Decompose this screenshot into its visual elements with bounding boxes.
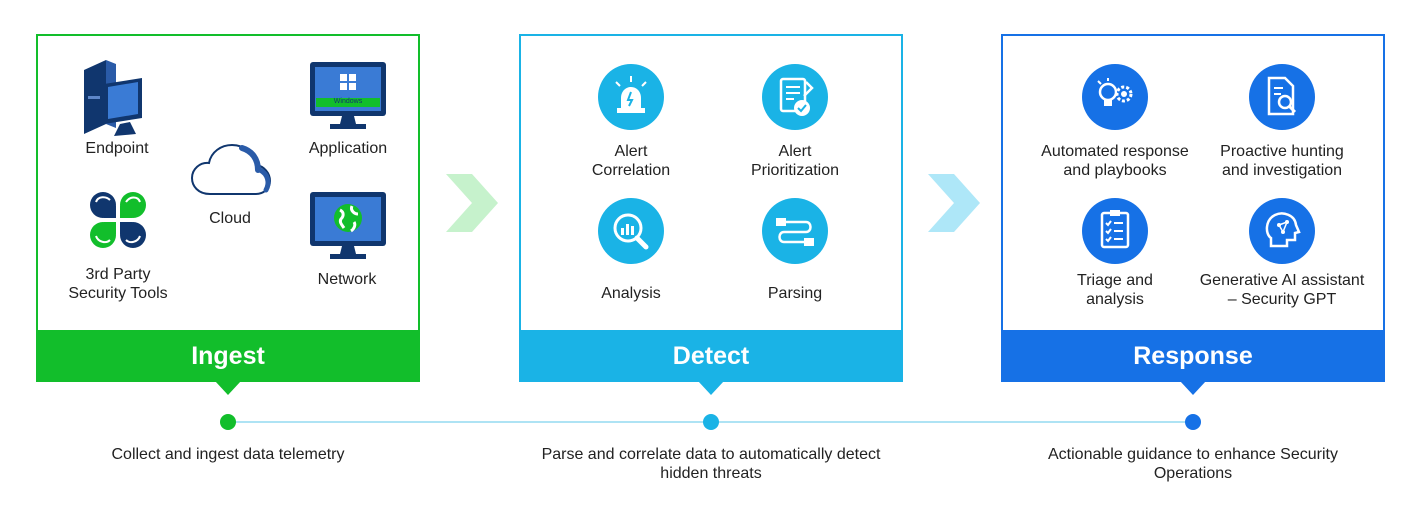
ai-head-icon xyxy=(1249,198,1315,264)
automated-label-line1: Automated response xyxy=(1041,143,1189,160)
detect-banner: Detect xyxy=(519,330,903,395)
genai-label-line1: Generative AI assistant xyxy=(1199,272,1365,289)
ingest-banner: Ingest xyxy=(36,330,420,395)
response-banner-notch xyxy=(1180,381,1206,395)
genai-label-line2: – Security GPT xyxy=(1227,291,1337,308)
parsing-label: Parsing xyxy=(767,285,823,302)
network-label: Network xyxy=(317,271,377,288)
cloud-icon xyxy=(190,143,272,195)
ingest-timeline-dot xyxy=(220,414,236,430)
detect-timeline-dot xyxy=(703,414,719,430)
globe-monitor-icon xyxy=(310,192,386,259)
ingest-panel-body: Endpoint Windows Application Cloud xyxy=(38,36,418,330)
analysis-label: Analysis xyxy=(601,285,661,302)
document-search-icon xyxy=(1249,64,1315,130)
third-party-label-line2: Security Tools xyxy=(68,285,168,302)
endpoint-label: Endpoint xyxy=(85,140,149,157)
desktop-computer-icon xyxy=(84,60,142,136)
ingest-banner-notch xyxy=(215,381,241,395)
chevron-right-icon xyxy=(928,174,980,232)
detect-panel: Alert Correlation Alert Prioritization xyxy=(519,34,903,395)
response-timeline-dot xyxy=(1185,414,1201,430)
detect-title: Detect xyxy=(672,341,750,370)
chevron-right-icon xyxy=(446,174,498,232)
detect-banner-notch xyxy=(698,381,724,395)
detect-caption: Parse and correlate data to automaticall… xyxy=(480,445,942,483)
cloud-label: Cloud xyxy=(209,210,251,227)
triage-label-line2: analysis xyxy=(1086,291,1144,308)
detect-caption-line1: Parse and correlate data to automaticall… xyxy=(541,446,881,463)
checklist-icon xyxy=(1082,198,1148,264)
response-banner: Response xyxy=(1001,330,1385,395)
response-title: Response xyxy=(1133,341,1253,370)
ingest-panel: Endpoint Windows Application Cloud xyxy=(36,34,420,395)
response-panel-body: Automated response and playbooks Proacti… xyxy=(1003,36,1383,330)
windows-badge-text: Windows xyxy=(333,98,363,105)
response-panel: Automated response and playbooks Proacti… xyxy=(1001,34,1385,395)
alert-prioritization-label-line1: Alert xyxy=(778,143,812,160)
response-caption-line2: Operations xyxy=(1153,465,1233,482)
response-caption-line1: Actionable guidance to enhance Security xyxy=(1048,446,1338,463)
application-label: Application xyxy=(308,140,388,157)
alert-correlation-label-line1: Alert xyxy=(614,143,648,160)
detect-caption-line2: hidden threats xyxy=(660,465,762,482)
ingest-caption: Collect and ingest data telemetry xyxy=(36,445,420,464)
alert-correlation-label-line2: Correlation xyxy=(591,162,671,179)
ingest-caption-text: Collect and ingest data telemetry xyxy=(111,446,345,463)
lightbulb-gear-icon xyxy=(1082,64,1148,130)
response-caption: Actionable guidance to enhance Security … xyxy=(993,445,1393,483)
flow-icon xyxy=(762,198,828,264)
ingest-title: Ingest xyxy=(191,341,265,370)
third-party-label-line1: 3rd Party xyxy=(85,266,151,283)
magnifier-chart-icon xyxy=(598,198,664,264)
hunting-label-line2: and investigation xyxy=(1221,162,1343,179)
clover-icon xyxy=(90,192,146,248)
siren-icon xyxy=(598,64,664,130)
hunting-label-line1: Proactive hunting xyxy=(1220,143,1344,160)
automated-label-line2: and playbooks xyxy=(1063,162,1167,179)
detect-panel-body: Alert Correlation Alert Prioritization xyxy=(521,36,901,330)
alert-prioritization-label-line2: Prioritization xyxy=(750,162,840,179)
windows-monitor-icon xyxy=(310,62,386,129)
clipboard-check-icon xyxy=(762,64,828,130)
triage-label-line1: Triage and xyxy=(1077,272,1153,289)
